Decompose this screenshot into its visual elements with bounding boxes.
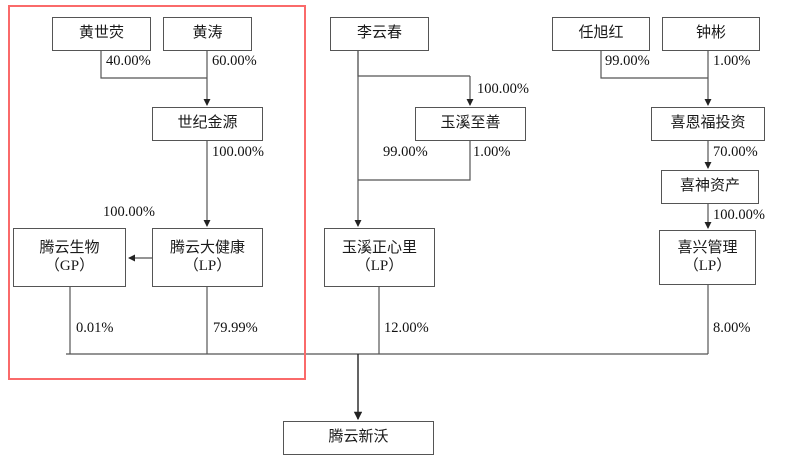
edge-label-yuxizhengxinli-out-pct: 12.00% xyxy=(384,320,429,336)
edge-label-zhishan-zhengxinli-pct: 1.00% xyxy=(473,144,511,160)
node-label: 腾云大健康 xyxy=(169,239,245,256)
node-huangtao[interactable]: 黄涛 xyxy=(163,17,252,51)
node-xixing-guanli-lp[interactable]: 喜兴管理 （LP） xyxy=(659,230,756,285)
edge-label-xienfu-pct: 70.00% xyxy=(713,144,758,160)
edge-label-tengyunshengwu-out-pct: 0.01% xyxy=(76,320,114,336)
edge-label-liyunchun-zhishan-pct: 100.00% xyxy=(477,81,529,97)
node-label: 玉溪至善 xyxy=(440,115,501,132)
node-label: 喜神资产 xyxy=(679,178,740,195)
red-highlight-box xyxy=(8,5,306,380)
node-label: 喜恩福投资 xyxy=(670,115,746,132)
node-sublabel: （LP） xyxy=(355,257,404,274)
node-shijijinyuan[interactable]: 世纪金源 xyxy=(152,107,263,141)
node-sublabel: （LP） xyxy=(683,257,732,274)
edge-label-liyunchun-zhengxinli-pct: 99.00% xyxy=(383,144,428,160)
node-sublabel: （LP） xyxy=(183,257,232,274)
node-label: 腾云生物 xyxy=(39,239,100,256)
edge-label-tengyun-gp-pct: 100.00% xyxy=(103,204,155,220)
edge-label-xishenzichan-pct: 100.00% xyxy=(713,207,765,223)
edge-label-tengyundajiankang-out-pct: 79.99% xyxy=(213,320,258,336)
node-yuxizhishan[interactable]: 玉溪至善 xyxy=(415,107,526,141)
node-yuxi-zhengxinli-lp[interactable]: 玉溪正心里 （LP） xyxy=(324,228,435,287)
edge-label-shijijinyuan-pct: 100.00% xyxy=(212,144,264,160)
node-sublabel: （GP） xyxy=(44,257,95,274)
node-label: 李云春 xyxy=(356,25,402,42)
edge-label-huangshiying-pct: 40.00% xyxy=(106,53,151,69)
node-label: 任旭红 xyxy=(578,25,624,42)
node-tengyun-xinwo[interactable]: 腾云新沃 xyxy=(283,421,434,455)
edge-label-zhongbin-pct: 1.00% xyxy=(713,53,751,69)
edge-label-renxuhong-pct: 99.00% xyxy=(605,53,650,69)
node-tengyun-dajiankang-lp[interactable]: 腾云大健康 （LP） xyxy=(152,228,263,287)
edge-label-xixingguanli-out-pct: 8.00% xyxy=(713,320,751,336)
node-label: 钟彬 xyxy=(695,25,726,42)
node-renxuhong[interactable]: 任旭红 xyxy=(552,17,650,51)
node-xishen-assets[interactable]: 喜神资产 xyxy=(661,170,759,204)
node-zhongbin[interactable]: 钟彬 xyxy=(662,17,760,51)
node-label: 腾云新沃 xyxy=(328,429,389,446)
node-huangshiying[interactable]: 黄世荧 xyxy=(52,17,151,51)
node-tengyun-shengwu-gp[interactable]: 腾云生物 （GP） xyxy=(13,228,126,287)
node-label: 黄涛 xyxy=(192,25,223,42)
node-label: 喜兴管理 xyxy=(677,239,738,256)
node-label: 世纪金源 xyxy=(177,115,238,132)
node-label: 玉溪正心里 xyxy=(341,239,417,256)
edge-label-huangtao-pct: 60.00% xyxy=(212,53,257,69)
node-liyunchun[interactable]: 李云春 xyxy=(330,17,429,51)
node-xienfu-investment[interactable]: 喜恩福投资 xyxy=(651,107,765,141)
node-label: 黄世荧 xyxy=(78,25,124,42)
